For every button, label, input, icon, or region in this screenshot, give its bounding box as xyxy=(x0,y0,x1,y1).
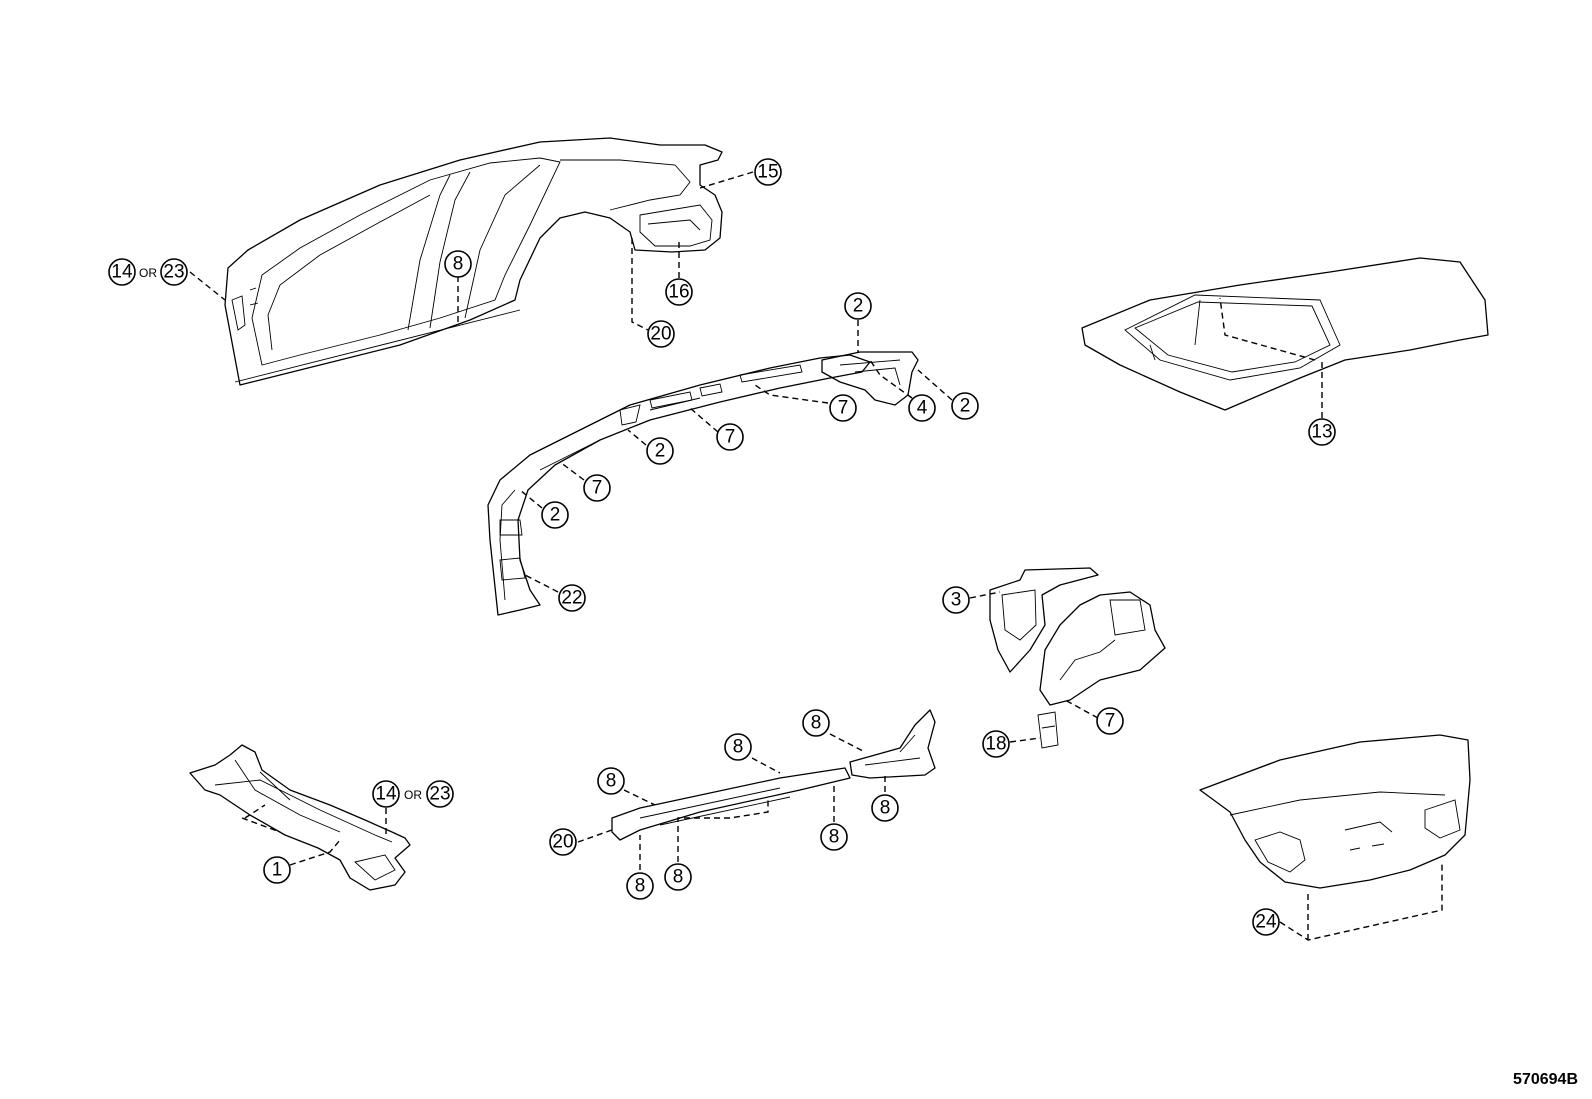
callout-23: 23 xyxy=(160,258,188,286)
svg-text:8: 8 xyxy=(811,713,822,734)
svg-text:8: 8 xyxy=(635,876,646,897)
svg-text:18: 18 xyxy=(985,734,1006,755)
callout-7-c: 7 xyxy=(583,474,611,502)
callout-22: 22 xyxy=(558,584,586,612)
svg-text:7: 7 xyxy=(592,478,603,499)
rocker-sill-panel xyxy=(611,709,936,841)
svg-text:8: 8 xyxy=(880,798,891,819)
callout-8-a: 8 xyxy=(597,767,625,795)
callout-8-side: 8 xyxy=(444,250,472,278)
callout-8-f: 8 xyxy=(626,872,654,900)
callout-8-g: 8 xyxy=(664,863,692,891)
svg-text:8: 8 xyxy=(453,254,464,275)
trunk-lid xyxy=(1199,734,1471,889)
svg-text:2: 2 xyxy=(853,296,864,317)
callout-20-b: 20 xyxy=(549,828,577,856)
callout-3: 3 xyxy=(942,586,970,614)
callout-14: 14 xyxy=(108,258,136,286)
svg-text:2: 2 xyxy=(655,441,666,462)
callout-23-b: 23 xyxy=(426,780,454,808)
svg-text:16: 16 xyxy=(668,282,689,303)
callout-7-b: 7 xyxy=(716,423,744,451)
callout-2-a: 2 xyxy=(844,292,872,320)
callout-2-d: 2 xyxy=(541,501,569,529)
callout-4: 4 xyxy=(908,394,936,422)
svg-text:8: 8 xyxy=(673,867,684,888)
svg-text:14: 14 xyxy=(375,784,397,805)
svg-text:2: 2 xyxy=(550,505,561,526)
callout-2-c: 2 xyxy=(646,437,674,465)
leader-lines xyxy=(189,171,1443,941)
side-body-outer-panel xyxy=(224,137,723,386)
callout-1: 1 xyxy=(263,856,291,884)
svg-text:3: 3 xyxy=(951,590,962,611)
svg-text:7: 7 xyxy=(838,398,849,419)
callout-15: 15 xyxy=(754,158,782,186)
callout-18: 18 xyxy=(982,730,1010,758)
svg-text:1: 1 xyxy=(272,860,283,881)
svg-text:2: 2 xyxy=(960,396,971,417)
cowl-dash-panel xyxy=(189,744,411,891)
svg-text:23: 23 xyxy=(429,784,450,805)
svg-text:15: 15 xyxy=(757,162,778,183)
svg-text:8: 8 xyxy=(733,737,744,758)
callouts: 14 OR 23 8 15 16 20 2 4 xyxy=(108,158,1336,936)
svg-text:20: 20 xyxy=(552,832,573,853)
roof-panel xyxy=(1081,257,1489,411)
svg-text:20: 20 xyxy=(650,324,671,345)
callout-13: 13 xyxy=(1308,418,1336,446)
svg-text:24: 24 xyxy=(1255,912,1277,933)
svg-text:14: 14 xyxy=(111,262,133,283)
callout-20-top: 20 xyxy=(647,320,675,348)
svg-text:13: 13 xyxy=(1311,422,1332,443)
callout-16: 16 xyxy=(665,278,693,306)
svg-text:4: 4 xyxy=(917,398,928,419)
callout-14-b: 14 xyxy=(372,780,400,808)
callout-8-b: 8 xyxy=(724,733,752,761)
svg-text:8: 8 xyxy=(829,827,840,848)
svg-text:7: 7 xyxy=(1105,711,1116,732)
svg-text:8: 8 xyxy=(606,771,617,792)
or-label: OR xyxy=(139,266,157,280)
callout-7-d: 7 xyxy=(1096,707,1124,735)
rear-wheel-house-inner xyxy=(989,567,1166,749)
svg-text:23: 23 xyxy=(163,262,184,283)
callout-2-b: 2 xyxy=(951,392,979,420)
or-label-b: OR xyxy=(404,788,422,802)
callout-8-c: 8 xyxy=(802,709,830,737)
svg-text:7: 7 xyxy=(725,427,736,448)
roof-side-inner-rail xyxy=(487,351,919,616)
diagram-code: 570694B xyxy=(1513,1071,1578,1088)
callout-7-a: 7 xyxy=(829,394,857,422)
callout-8-e: 8 xyxy=(820,823,848,851)
callout-8-d: 8 xyxy=(871,794,899,822)
svg-text:22: 22 xyxy=(561,588,582,609)
callout-24: 24 xyxy=(1252,908,1280,936)
